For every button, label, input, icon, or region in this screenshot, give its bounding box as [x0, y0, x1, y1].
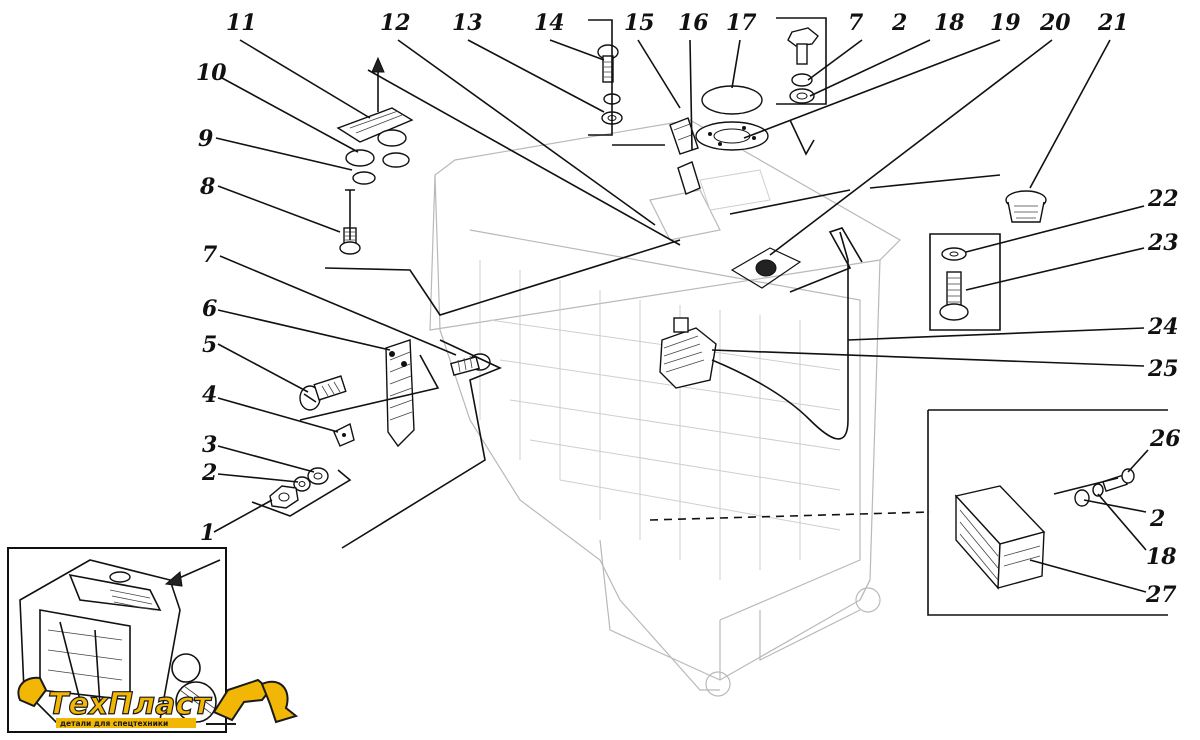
callout-8: 8: [199, 174, 215, 200]
callout-2-left: 2: [201, 460, 217, 486]
sensor-part: [730, 227, 863, 293]
leader-lines: [213, 17, 1168, 616]
clip-part: [333, 422, 355, 447]
logo-text-part1: Тех: [48, 687, 110, 722]
cab-background-outline: [429, 119, 901, 697]
callout-12: 12: [380, 10, 411, 36]
callout-23: 23: [1147, 230, 1179, 256]
callout-2-top: 2: [891, 10, 907, 36]
callout-6: 6: [202, 296, 217, 322]
callout-5: 5: [202, 332, 217, 358]
callout-13: 13: [452, 10, 483, 36]
callout-15: 15: [624, 10, 655, 36]
bracket-plate-part: [385, 339, 415, 448]
callout-7-left: 7: [202, 242, 218, 268]
callout-9: 9: [198, 126, 213, 152]
callout-2-right: 2: [1149, 506, 1165, 532]
box-27-part: [954, 468, 1135, 590]
loader-logo-icon: [17, 676, 48, 708]
electrical-box-part: [659, 231, 849, 440]
washer-bolt-part: [939, 247, 969, 321]
excavator-logo-icon: [206, 678, 299, 725]
filler-cap-part: [695, 85, 769, 151]
callout-22: 22: [1147, 186, 1179, 212]
callout-10: 10: [196, 60, 227, 86]
callout-27: 27: [1145, 582, 1177, 608]
callout-labels: 11 12 13 14 15 16 17 7 2 18 19 20 21 10 …: [196, 10, 1181, 608]
techplast-logo: Тех Пласт детали для спецтехники: [17, 676, 299, 728]
callout-18-top: 18: [934, 10, 965, 36]
logo-text-part2: Пласт: [108, 687, 212, 722]
grommet-part: [1005, 190, 1047, 223]
callout-16: 16: [678, 10, 709, 36]
callout-11: 11: [226, 10, 257, 36]
plugs-part: [345, 129, 410, 185]
hex-bolt-part: [787, 27, 819, 104]
bolt-and-washers-part: [597, 44, 623, 125]
callout-19: 19: [990, 10, 1021, 36]
callout-17: 17: [726, 10, 757, 36]
callout-7-top: 7: [848, 10, 864, 36]
callout-3: 3: [202, 432, 217, 458]
cover-plate-part: [336, 56, 414, 143]
callout-14: 14: [534, 10, 565, 36]
callout-26: 26: [1149, 426, 1181, 452]
callout-25: 25: [1147, 356, 1179, 382]
logo-tagline-bar: [56, 718, 196, 728]
nut-washers-part: [269, 467, 329, 509]
callout-18-right: 18: [1146, 544, 1177, 570]
inset-thumbnail: [7, 547, 227, 733]
callout-4: 4: [202, 382, 217, 408]
bolt-left-part: [450, 353, 491, 377]
callout-21: 21: [1097, 10, 1129, 36]
gaskets-part: [669, 117, 701, 195]
callout-24: 24: [1147, 314, 1179, 340]
callout-1: 1: [200, 520, 215, 546]
logo-tagline: детали для спецтехники: [60, 719, 168, 728]
slotted-bolt-part: [299, 375, 347, 411]
callout-20: 20: [1039, 10, 1071, 36]
